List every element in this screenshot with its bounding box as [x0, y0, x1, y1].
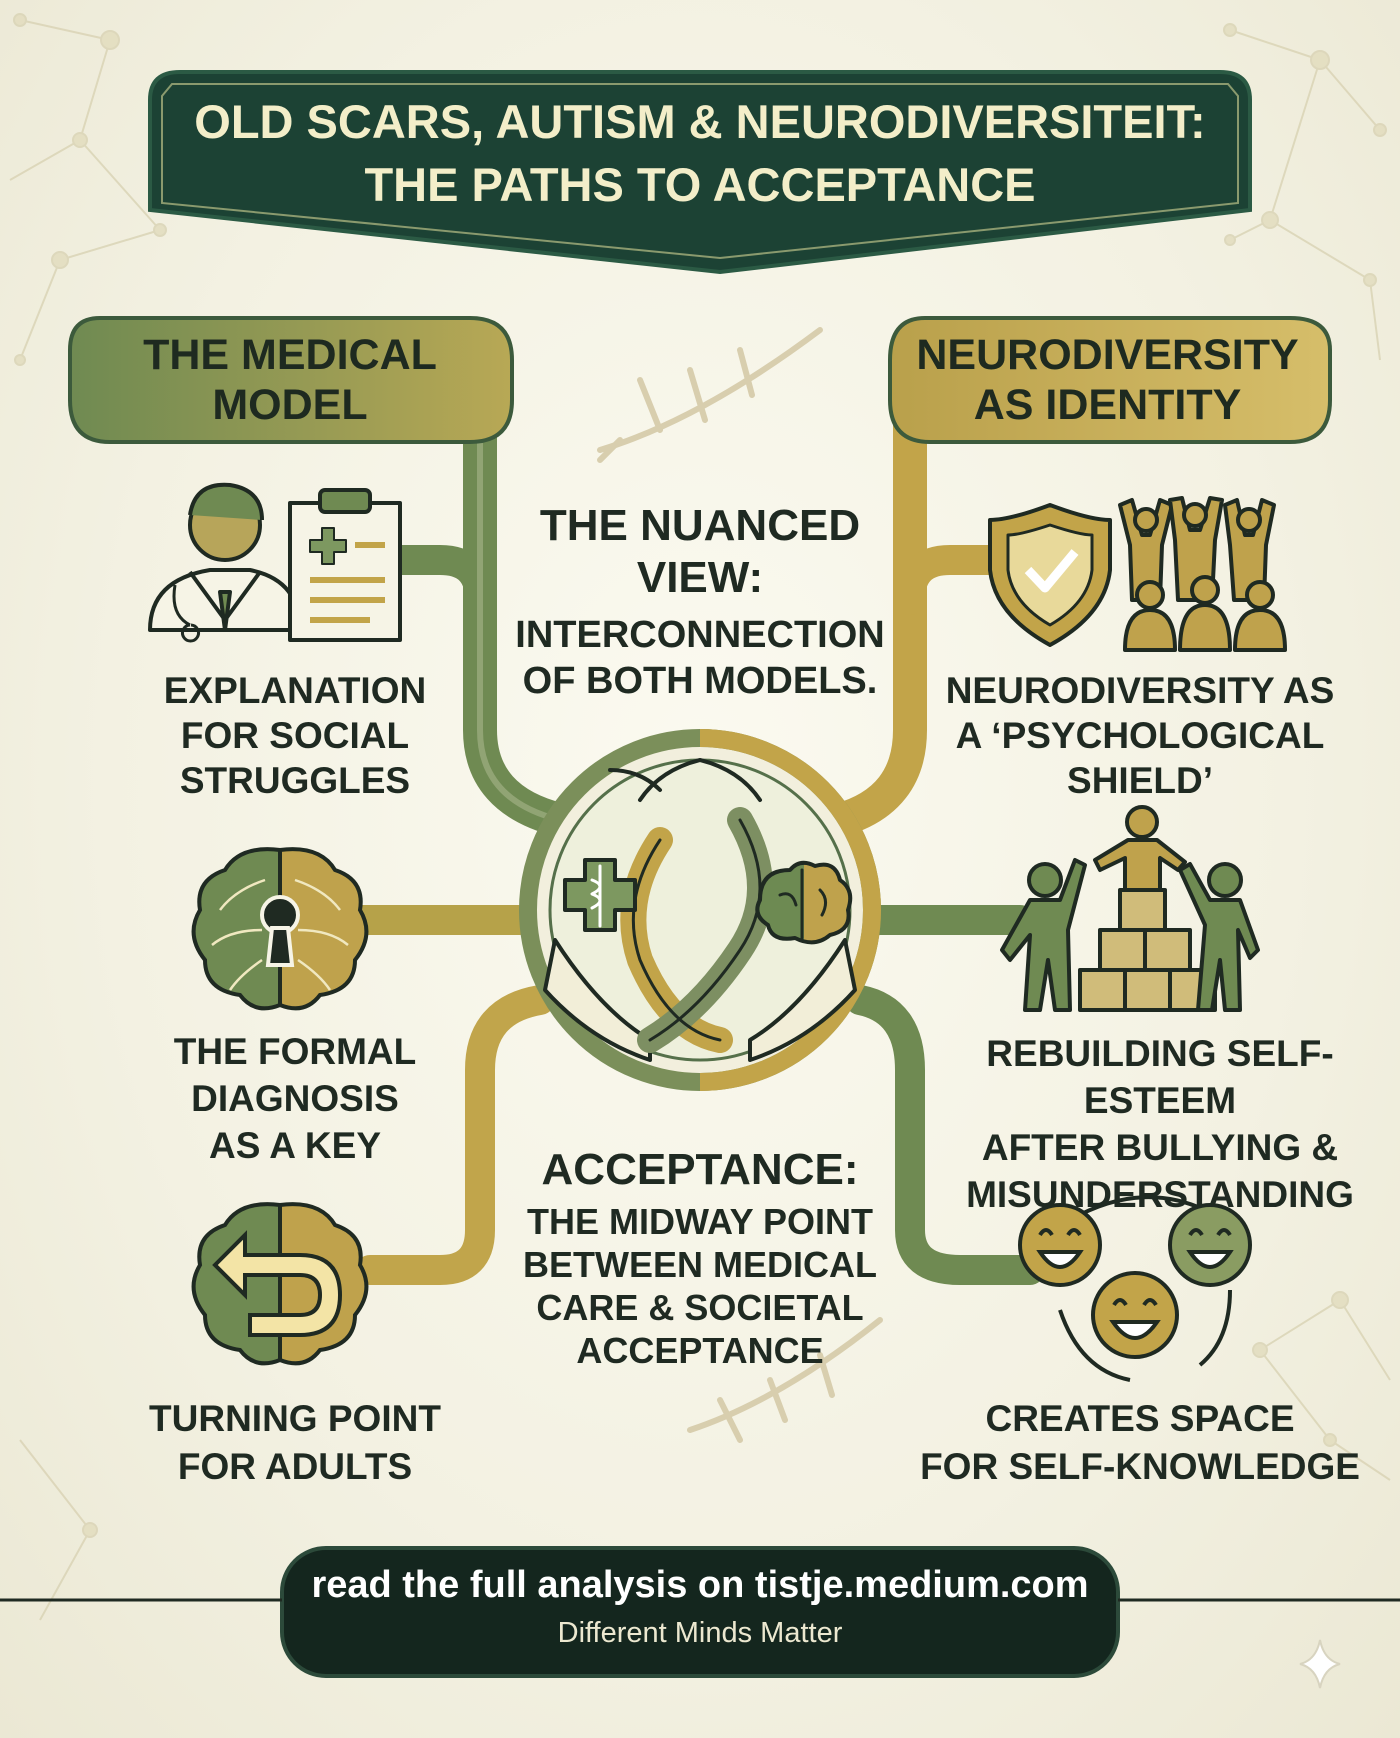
neuro-item-2-line-2: AFTER BULLYING &	[981, 1127, 1339, 1168]
acceptance-line-4: ACCEPTANCE	[576, 1330, 824, 1371]
nuanced-title-line-1: THE NUANCED	[539, 501, 861, 550]
medical-item-2-line-3: AS A KEY	[208, 1125, 381, 1166]
neuro-item-self-knowledge: CREATES SPACE FOR SELF-KNOWLEDGE	[920, 1395, 1360, 1491]
medical-item-1-line-1: EXPLANATION	[163, 670, 427, 711]
neuro-item-2-line-3: MISUNDERSTANDING	[966, 1174, 1354, 1215]
doctor-clipboard-icon	[148, 482, 402, 643]
medical-label-line-1: THE MEDICAL	[143, 331, 437, 379]
footer-banner	[0, 1546, 1400, 1678]
medical-item-3-line-1: TURNING POINT	[149, 1398, 441, 1439]
center-interconnection-emblem	[519, 729, 881, 1091]
medical-item-3-line-2: FOR ADULTS	[177, 1446, 413, 1487]
neuro-label-line-2: AS IDENTITY	[973, 381, 1242, 429]
sparkle-icon	[1299, 1639, 1341, 1689]
nuanced-view-subtitle: INTERCONNECTION OF BOTH MODELS.	[500, 612, 900, 704]
hands-holding-medical-cross-and-brain-icon	[543, 758, 857, 1062]
neurodiversity-tab	[888, 316, 1332, 444]
brain-keyhole-icon	[191, 847, 369, 1011]
network-decoration	[9, 13, 1391, 1621]
neurodiversity-connectors	[823, 403, 1045, 1285]
medical-model-label: THE MEDICAL MODEL	[75, 330, 505, 430]
acceptance-description: THE MIDWAY POINT BETWEEN MEDICAL CARE & …	[490, 1200, 910, 1372]
neuro-item-shield: NEURODIVERSITY AS A ‘PSYCHOLOGICAL SHIEL…	[930, 668, 1350, 803]
medical-label-line-2: MODEL	[212, 381, 368, 429]
brain-uturn-arrow-icon	[191, 1202, 369, 1366]
nuanced-view-title: THE NUANCED VIEW:	[505, 500, 895, 604]
medical-item-diagnosis: THE FORMAL DIAGNOSIS AS A KEY	[130, 1028, 460, 1169]
medical-item-2-line-1: THE FORMAL	[173, 1031, 417, 1072]
neuro-item-1-line-1: NEURODIVERSITY AS	[945, 670, 1335, 711]
nuanced-sub-line-1: INTERCONNECTION	[515, 614, 885, 656]
neuro-item-1-line-2: A ‘PSYCHOLOGICAL	[955, 715, 1325, 756]
medical-item-1-line-2: FOR SOCIAL	[180, 715, 410, 756]
footer-cta-link[interactable]: read the full analysis on tistje.medium.…	[311, 1564, 1089, 1606]
neuro-item-3-line-2: FOR SELF-KNOWLEDGE	[920, 1446, 1360, 1487]
medical-item-1-line-3: STRUGGLES	[179, 760, 411, 801]
shield-checkmark-group-icon	[988, 496, 1287, 652]
smiling-faces-icon	[1018, 1195, 1252, 1382]
nuanced-title-line-2: VIEW:	[636, 553, 764, 602]
scar-decoration	[597, 327, 883, 1443]
acceptance-line-2: BETWEEN MEDICAL	[523, 1244, 877, 1285]
medical-item-2-line-2: DIAGNOSIS	[191, 1078, 399, 1119]
acceptance-title: ACCEPTANCE:	[541, 1145, 859, 1194]
acceptance-line-1: THE MIDWAY POINT	[526, 1201, 874, 1242]
title-line-2: THE PATHS TO ACCEPTANCE	[364, 158, 1036, 211]
title-line-1: OLD SCARS, AUTISM & NEURODIVERSITEIT:	[194, 95, 1206, 148]
neuro-item-3-line-1: CREATES SPACE	[985, 1398, 1295, 1439]
page-title: OLD SCARS, AUTISM & NEURODIVERSITEIT: TH…	[170, 90, 1230, 216]
medical-item-turning-point: TURNING POINT FOR ADULTS	[120, 1395, 470, 1491]
neuro-label-line-1: NEURODIVERSITY	[916, 331, 1299, 379]
neuro-item-2-line-1: REBUILDING SELF-ESTEEM	[986, 1033, 1334, 1121]
medical-model-tab	[68, 316, 514, 444]
medical-item-explanation: EXPLANATION FOR SOCIAL STRUGGLES	[120, 668, 470, 803]
medical-connectors	[345, 403, 577, 1285]
neuro-item-self-esteem: REBUILDING SELF-ESTEEM AFTER BULLYING & …	[925, 1030, 1395, 1218]
acceptance-line-3: CARE & SOCIETAL	[536, 1287, 864, 1328]
people-building-blocks-icon	[1000, 805, 1260, 1012]
title-banner	[148, 70, 1252, 275]
footer-tagline: Different Minds Matter	[557, 1617, 843, 1649]
nuanced-sub-line-2: OF BOTH MODELS.	[522, 660, 878, 702]
neurodiversity-label: NEURODIVERSITY AS IDENTITY	[890, 330, 1325, 430]
neuro-item-1-line-3: SHIELD’	[1067, 760, 1213, 801]
